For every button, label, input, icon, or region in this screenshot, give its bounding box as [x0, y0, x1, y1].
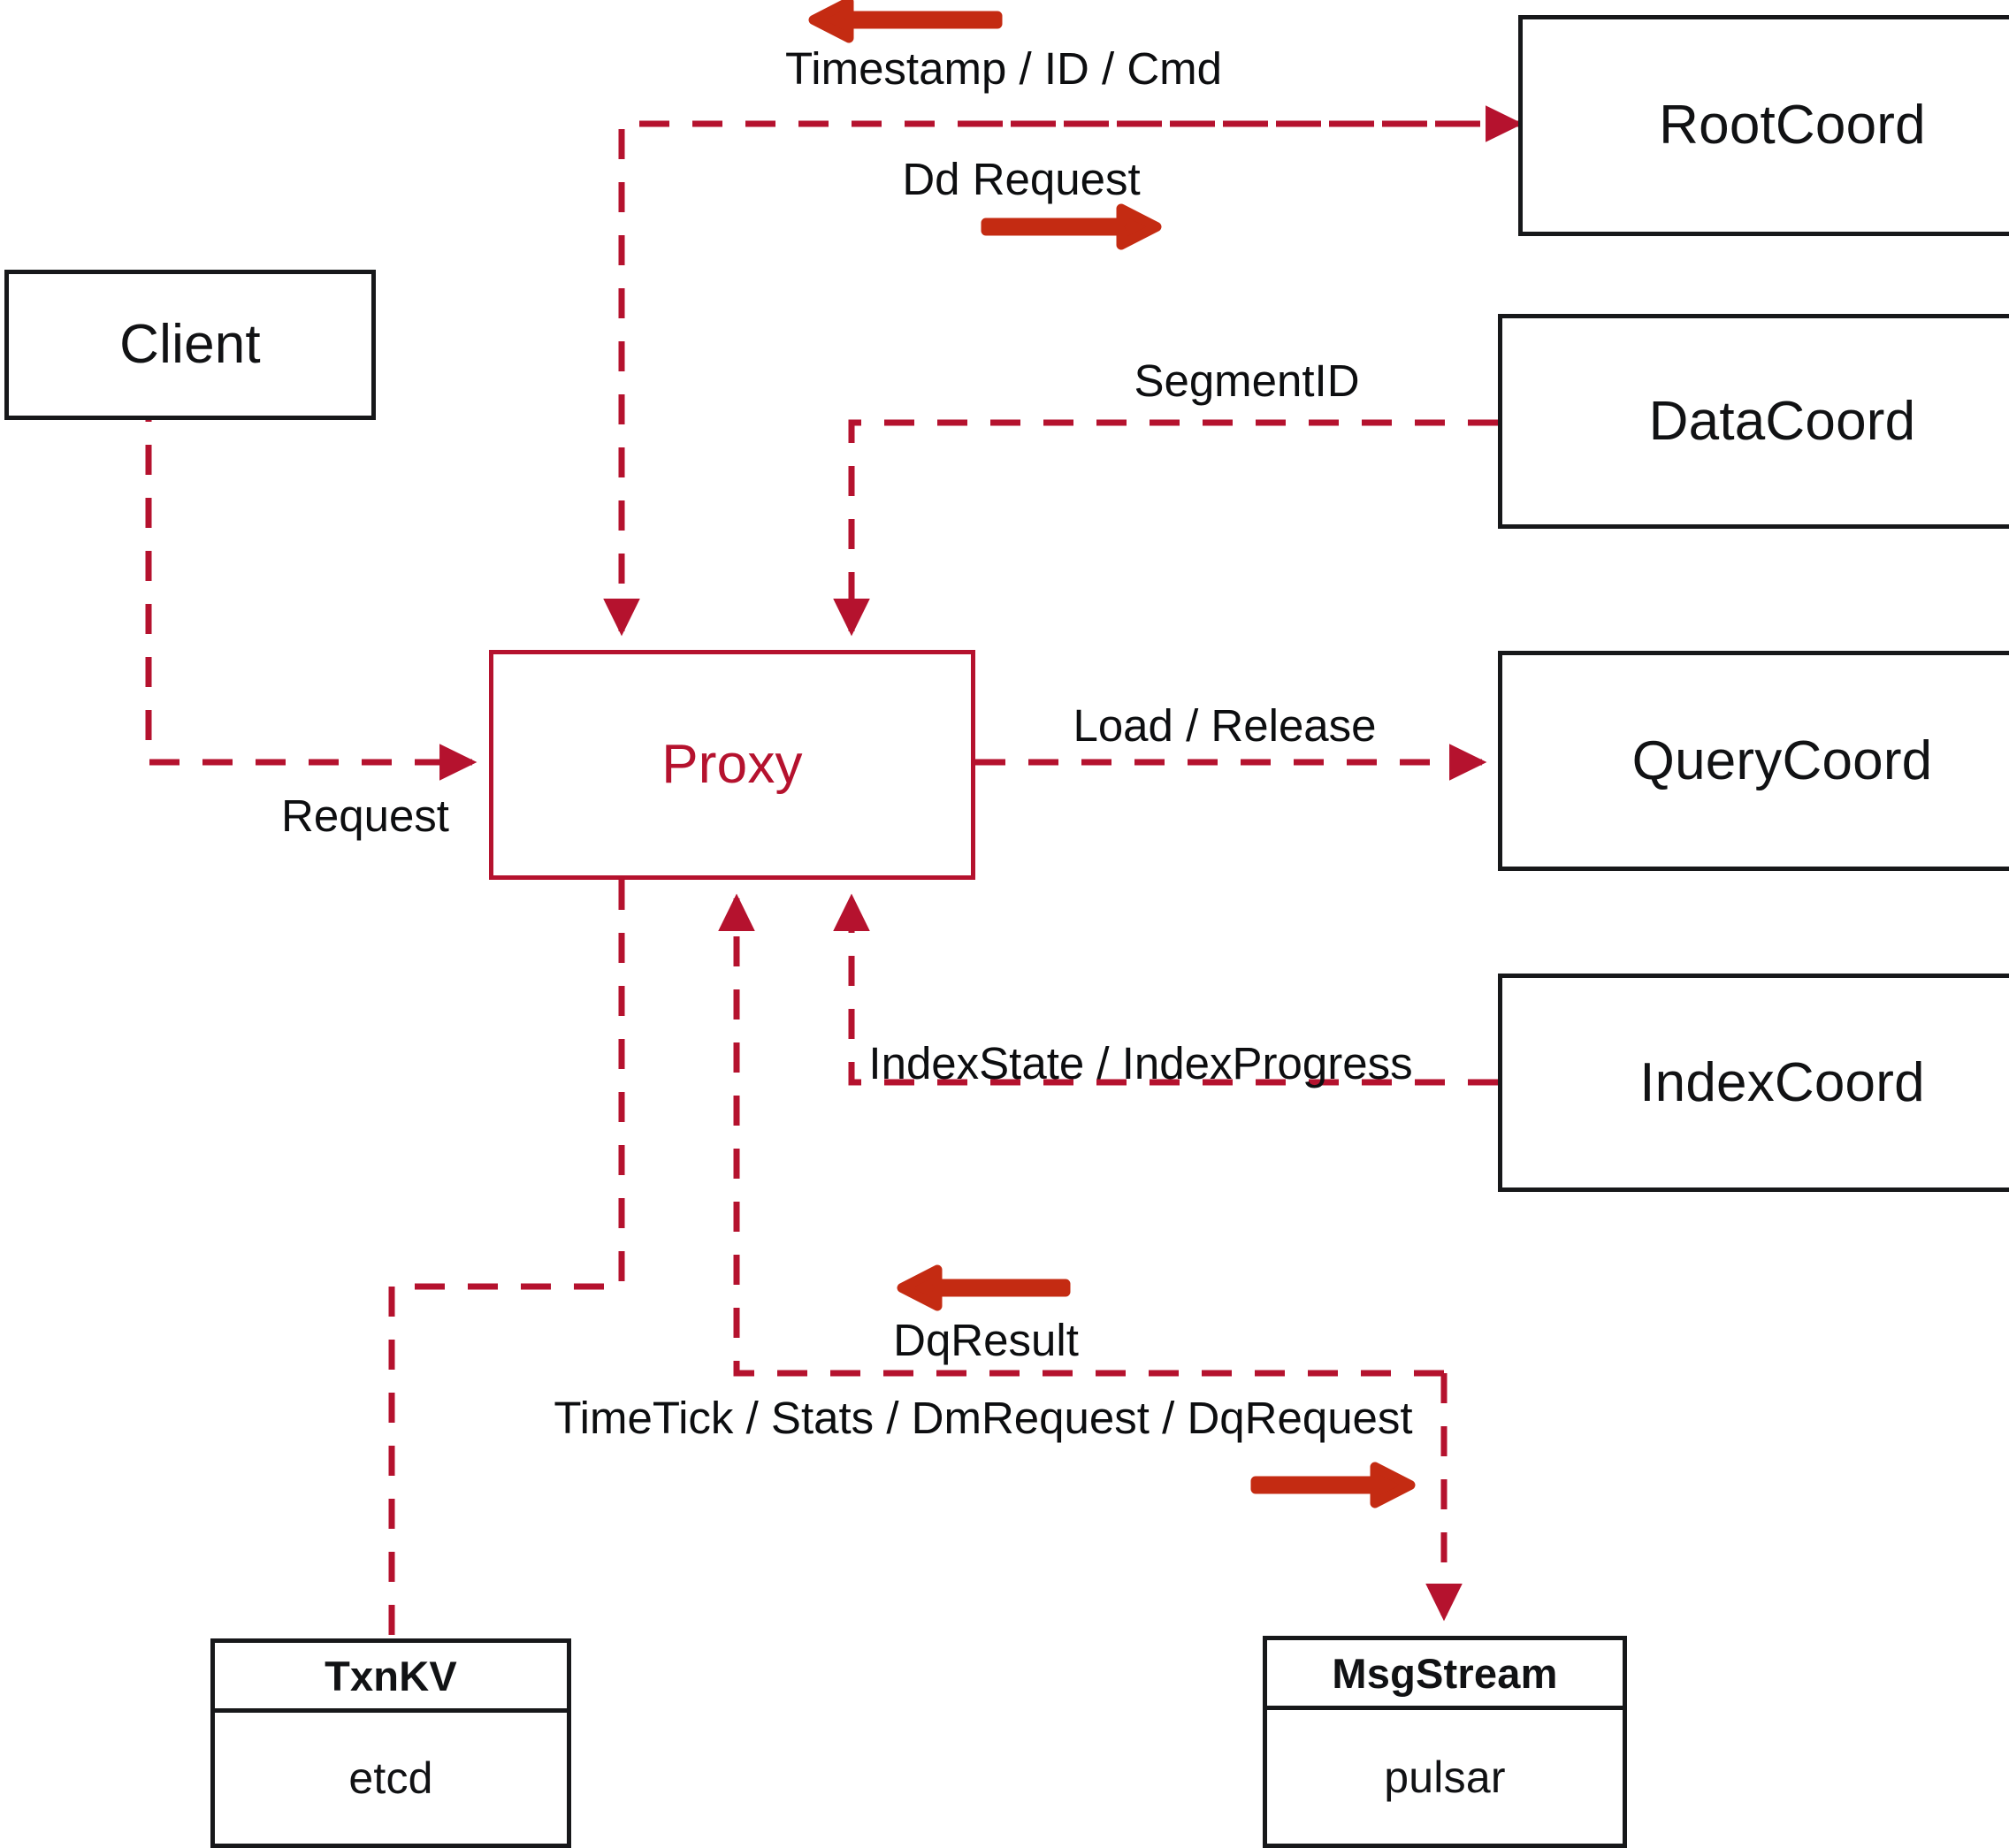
- edge-label-segment-id: SegmentID: [1134, 355, 1360, 406]
- edge-label-timestamp-id-cmd: Timestamp / ID / Cmd: [784, 43, 1223, 94]
- edge-label-dd-request: Dd Request: [902, 154, 1141, 204]
- direction-arrow-dq-result-left: [897, 1264, 1071, 1311]
- node-txnkv-detail: etcd: [215, 1713, 567, 1844]
- node-txnkv-label: TxnKV: [325, 1652, 457, 1699]
- wire-dq-result: [718, 893, 1444, 1377]
- edge-label-msgstream-flow: TimeTick / Stats / DmRequest / DqRequest: [554, 1393, 1413, 1443]
- node-rootcoord[interactable]: RootCoord: [1518, 15, 2009, 236]
- direction-arrow-dd-request-right: [981, 203, 1162, 250]
- node-txnkv-header: TxnKV: [215, 1643, 567, 1713]
- node-msgstream-detail: pulsar: [1267, 1710, 1623, 1844]
- node-indexcoord[interactable]: IndexCoord: [1498, 974, 2009, 1192]
- node-querycoord[interactable]: QueryCoord: [1498, 651, 2009, 871]
- node-querycoord-label: QueryCoord: [1631, 729, 1933, 791]
- edge-label-index-state: IndexState / IndexProgress: [868, 1038, 1413, 1088]
- node-client[interactable]: Client: [4, 270, 376, 420]
- node-indexcoord-label: IndexCoord: [1639, 1051, 1925, 1113]
- direction-arrow-msgstream-right: [1250, 1462, 1416, 1508]
- edge-label-request: Request: [281, 790, 449, 841]
- wire-segment-id: [833, 419, 1498, 637]
- node-msgstream-label: MsgStream: [1332, 1649, 1558, 1697]
- node-txnkv-detail-label: etcd: [348, 1753, 433, 1803]
- direction-arrow-timestamp-left: [808, 0, 1003, 43]
- node-msgstream-detail-label: pulsar: [1384, 1752, 1506, 1802]
- wire-txnkv: [388, 880, 625, 1638]
- node-proxy[interactable]: Proxy: [489, 650, 975, 880]
- wire-request: [145, 392, 477, 781]
- node-rootcoord-label: RootCoord: [1659, 95, 1926, 156]
- node-datacoord[interactable]: DataCoord: [1498, 314, 2009, 529]
- node-msgstream[interactable]: MsgStream pulsar: [1263, 1636, 1627, 1848]
- node-txnkv[interactable]: TxnKV etcd: [210, 1638, 571, 1848]
- edge-label-load-release: Load / Release: [1073, 700, 1377, 751]
- node-datacoord-label: DataCoord: [1648, 390, 1916, 452]
- node-client-label: Client: [119, 314, 261, 375]
- node-msgstream-header: MsgStream: [1267, 1640, 1623, 1710]
- node-proxy-label: Proxy: [661, 734, 803, 795]
- edge-label-dq-result: DqResult: [893, 1315, 1079, 1365]
